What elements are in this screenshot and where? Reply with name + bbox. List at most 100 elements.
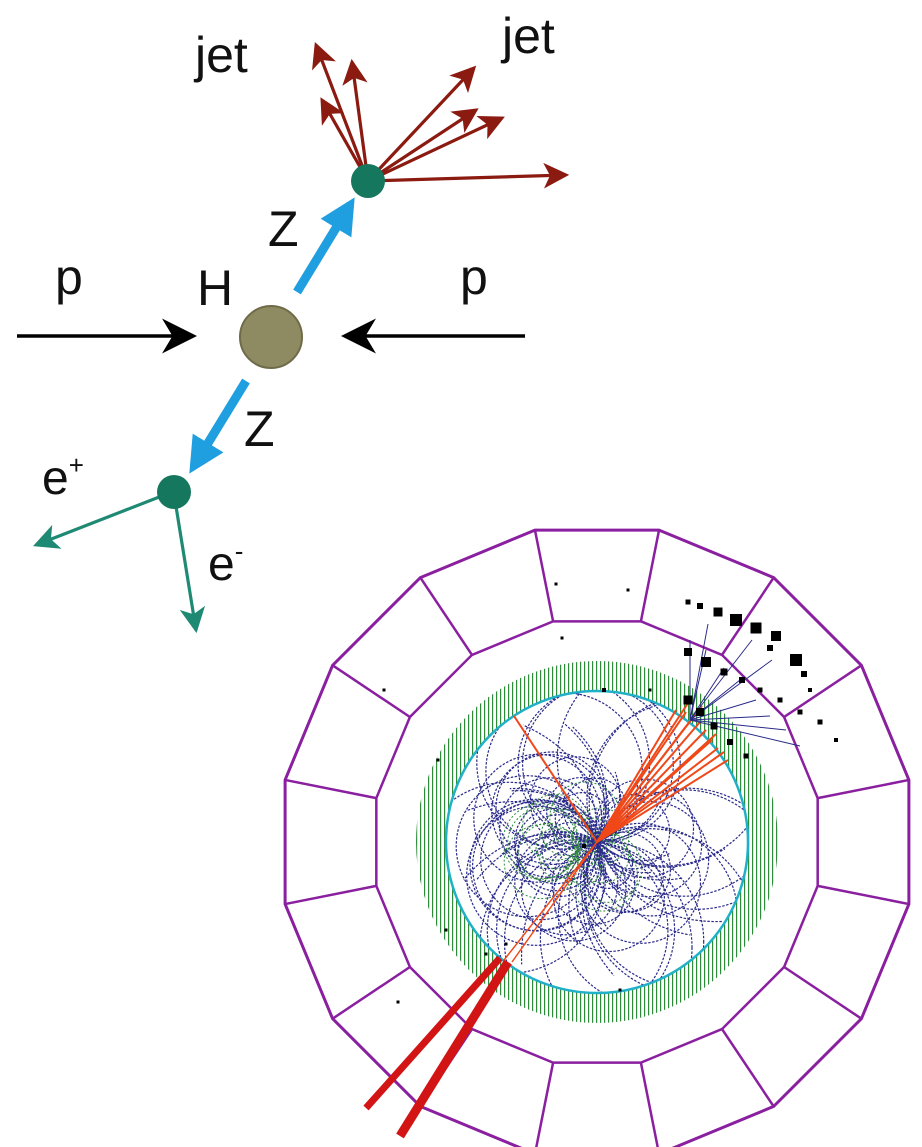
calorimeter-hit [648, 688, 652, 692]
calorimeter-hit [801, 671, 807, 677]
low-pt-track [566, 850, 602, 886]
helix-track [596, 841, 682, 881]
helix-track [548, 793, 598, 843]
calorimeter-segment [535, 1062, 555, 1147]
calorimeter-hit [602, 688, 606, 692]
electron-thin-track-2 [511, 841, 598, 963]
electron-track [172, 493, 206, 634]
detector-icon [283, 528, 911, 1147]
calorimeter-hit [683, 695, 693, 705]
calorimeter-hit [710, 722, 718, 730]
electron-vertex-icon [157, 475, 191, 509]
calorimeter-hit [554, 582, 558, 586]
helix-track [521, 841, 598, 965]
h-label: H [197, 260, 233, 316]
calorimeter-hit [767, 645, 773, 651]
jet-track [596, 699, 691, 843]
helix-track [495, 751, 610, 866]
calorimeter-segment [419, 576, 474, 656]
helix-track [556, 692, 747, 867]
low-pt-track [575, 846, 597, 868]
jet-track [596, 709, 677, 843]
helix-track [522, 724, 598, 843]
calorimeter-hit [697, 603, 703, 609]
helix-track [582, 831, 665, 914]
z-label-lower: Z [244, 401, 275, 457]
calorimeter-segment [639, 1062, 659, 1147]
electron-deposit-2 [396, 959, 512, 1139]
calorimeter-hit [504, 942, 508, 946]
calorimeter-hit [730, 614, 742, 626]
helix-track [509, 787, 598, 843]
jet-track [596, 759, 729, 843]
calorimeter-segment [331, 965, 411, 1020]
jet-fine-track [689, 623, 709, 721]
jet-track [596, 721, 701, 843]
helix-track [579, 822, 702, 944]
helix-track [593, 801, 710, 917]
positron-label: e+ [42, 450, 84, 505]
calorimeter-hit [750, 622, 762, 634]
calorimeter-hit [696, 708, 704, 716]
z-upper-arrow [293, 197, 355, 295]
tracker-ring [416, 661, 778, 1023]
jet-fine-track [689, 719, 801, 747]
low-pt-track [502, 803, 579, 880]
helix-track [475, 835, 598, 881]
jet-track [596, 705, 703, 843]
calorimeter-hit [808, 688, 812, 692]
helix-track [469, 798, 602, 932]
calorimeter-hit [701, 657, 711, 667]
jet-energetic-tracks [513, 699, 729, 843]
helix-track [514, 807, 599, 892]
calorimeter-hit [396, 1000, 400, 1004]
calorimeter-hit [743, 753, 749, 759]
helix-track [586, 841, 609, 929]
helix-track [495, 840, 676, 992]
calorimeter-hits [382, 582, 838, 1004]
calorimeter-segment [720, 576, 775, 656]
helix-track [596, 841, 724, 923]
helix-track [500, 831, 598, 856]
calorimeter-hit [727, 739, 733, 745]
jet-label-right: jet [500, 8, 555, 64]
helix-track [596, 841, 690, 936]
electron-label: e- [208, 536, 243, 591]
calorimeter-hit [771, 631, 781, 641]
z-label-upper: Z [268, 201, 299, 257]
jet-track [596, 747, 719, 843]
jet-fine-track [689, 719, 787, 731]
calorimeter-hit [713, 607, 723, 617]
helix-track [596, 841, 629, 898]
jet-label-left: jet [193, 27, 248, 83]
calorimeter-hit [618, 988, 622, 992]
calorimeter-hit [834, 738, 838, 742]
electron-thin-track [503, 841, 598, 961]
calorimeter-hit [684, 648, 692, 656]
helix-track [583, 787, 747, 992]
calorimeter-segment [817, 884, 910, 906]
jet-track [596, 729, 707, 843]
calorimeter-hit [560, 636, 564, 640]
calorimeter-hit [382, 688, 386, 692]
calorimeter-hit [685, 599, 691, 605]
calorimeter-segment [783, 965, 863, 1020]
electron-deposit-1 [363, 955, 503, 1111]
calorimeter-hit [817, 719, 823, 725]
calorimeter-segment [533, 529, 555, 622]
helix-track [465, 801, 598, 843]
low-pt-track [503, 824, 579, 900]
calorimeter-hit [444, 928, 448, 932]
helix-track [466, 805, 607, 946]
helix-track [596, 841, 726, 868]
calorimeter-segment [331, 664, 411, 719]
jet-tracks [312, 42, 570, 189]
low-pt-track [571, 817, 614, 860]
jet-fine-tracks [689, 623, 801, 747]
calorimeter-hit [582, 844, 586, 848]
higgs-icon [239, 305, 303, 369]
jet-track [513, 715, 598, 843]
calorimeter-hit [739, 677, 745, 683]
helix-track [584, 789, 747, 989]
